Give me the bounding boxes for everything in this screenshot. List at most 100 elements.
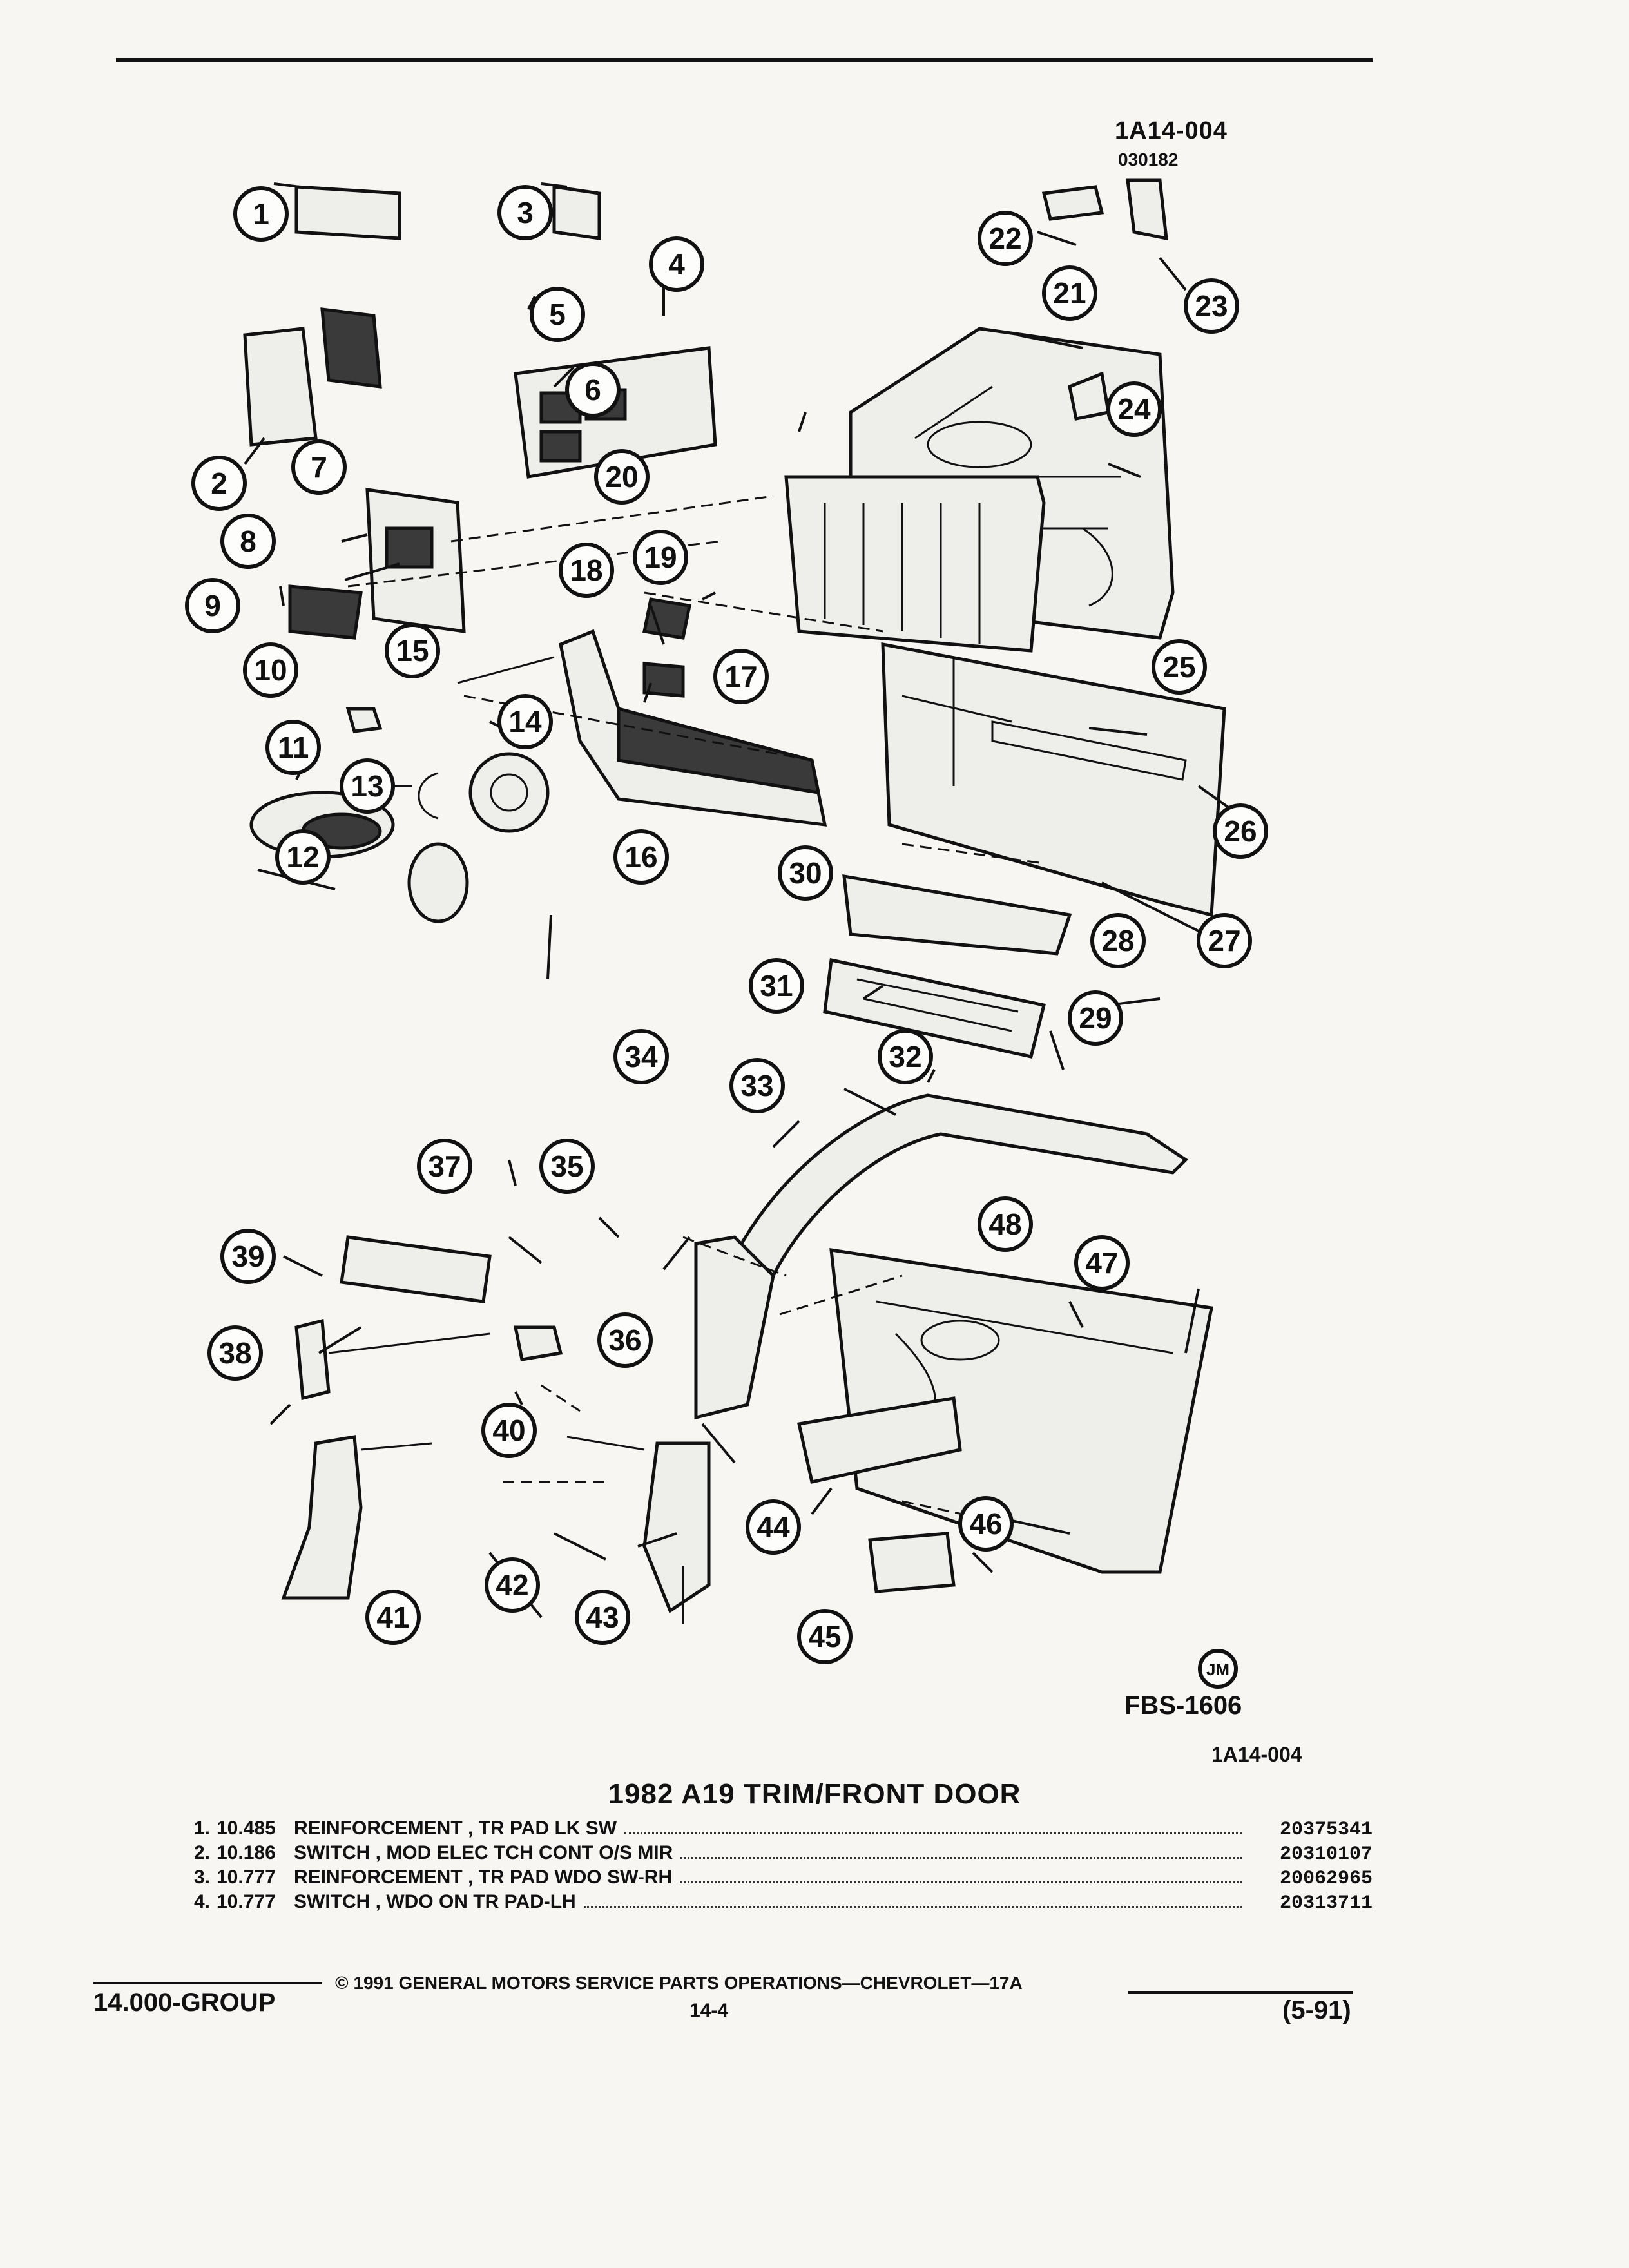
callout-40: 40 — [481, 1403, 537, 1458]
callout-35: 35 — [539, 1139, 595, 1194]
part-description: SWITCH , MOD ELEC TCH CONT O/S MIR — [294, 1842, 673, 1863]
callout-33-label: 33 — [740, 1069, 773, 1102]
callout-14: 14 — [497, 694, 553, 749]
callout-21: 21 — [1042, 265, 1097, 321]
callout-16-label: 16 — [624, 840, 657, 874]
callout-6-label: 6 — [584, 373, 601, 407]
callout-39: 39 — [220, 1229, 276, 1284]
callout-1: 1 — [233, 186, 289, 242]
callout-27-label: 27 — [1208, 924, 1240, 957]
callout-31: 31 — [749, 958, 804, 1014]
callout-41: 41 — [365, 1590, 421, 1645]
callout-48: 48 — [978, 1196, 1033, 1252]
part-number: 20062965 — [1279, 1868, 1373, 1890]
figure-number: FBS-1606 — [1124, 1691, 1242, 1720]
callout-39-label: 39 — [231, 1240, 264, 1273]
callout-45-label: 45 — [808, 1620, 841, 1653]
callout-34-label: 34 — [624, 1040, 658, 1073]
callout-32-label: 32 — [889, 1040, 921, 1073]
callout-9: 9 — [185, 578, 240, 633]
callout-26: 26 — [1213, 803, 1268, 859]
callout-4-label: 4 — [668, 247, 685, 281]
part-description: REINFORCEMENT , TR PAD LK SW — [294, 1818, 617, 1839]
callout-11-label: 11 — [278, 731, 309, 764]
header-ref-code: 1A14-004 — [1115, 117, 1228, 144]
page-title: 1982 A19 TRIM/FRONT DOOR — [608, 1778, 1021, 1810]
part-number: 20375341 — [1279, 1819, 1373, 1841]
callout-11: 11 — [265, 720, 321, 775]
jm-stamp-label: JM — [1206, 1660, 1229, 1679]
part-illustrations — [243, 178, 1226, 1613]
callout-18: 18 — [559, 543, 614, 598]
callout-24: 24 — [1106, 381, 1162, 437]
callout-22: 22 — [978, 211, 1033, 266]
callout-42: 42 — [485, 1557, 540, 1613]
callout-45: 45 — [797, 1609, 853, 1664]
item-number: 2. — [193, 1842, 210, 1863]
callout-30: 30 — [778, 845, 833, 901]
callout-38: 38 — [207, 1325, 263, 1381]
callout-12-label: 12 — [286, 840, 319, 874]
callout-35-label: 35 — [550, 1149, 583, 1183]
group-index: 10.186 — [217, 1842, 276, 1863]
callout-17: 17 — [713, 649, 769, 704]
callout-4: 4 — [649, 236, 704, 292]
callout-37-label: 37 — [428, 1149, 461, 1183]
callout-10: 10 — [243, 642, 298, 698]
callout-5-label: 5 — [549, 298, 566, 331]
callout-48-label: 48 — [988, 1207, 1021, 1241]
page-number: 14-4 — [689, 2000, 729, 2021]
callout-36-label: 36 — [608, 1323, 641, 1357]
item-number: 3. — [193, 1867, 210, 1888]
callout-33: 33 — [729, 1058, 785, 1113]
footer-rule-right — [1128, 1991, 1353, 1994]
callout-17-label: 17 — [724, 660, 757, 693]
item-number: 1. — [193, 1818, 210, 1839]
callout-8-label: 8 — [240, 524, 256, 558]
callout-5: 5 — [530, 287, 585, 342]
callout-9-label: 9 — [204, 589, 221, 622]
callout-25: 25 — [1152, 639, 1207, 695]
callout-40-label: 40 — [492, 1414, 525, 1447]
parts-row: 4. 10.777 SWITCH , WDO ON TR PAD-LH 2031… — [174, 1890, 1373, 1915]
dot-leader — [624, 1832, 1242, 1834]
callout-23-label: 23 — [1195, 289, 1228, 323]
callout-20-label: 20 — [605, 460, 638, 494]
top-rule — [116, 58, 1373, 62]
callout-2: 2 — [191, 456, 247, 511]
callout-24-label: 24 — [1117, 392, 1151, 426]
callout-42-label: 42 — [496, 1568, 528, 1602]
callout-8: 8 — [220, 514, 276, 569]
callout-23: 23 — [1184, 278, 1239, 334]
callout-38-label: 38 — [218, 1336, 251, 1370]
callout-19: 19 — [633, 530, 688, 585]
callout-27: 27 — [1197, 913, 1252, 968]
callout-32: 32 — [878, 1029, 933, 1084]
callout-31-label: 31 — [760, 969, 793, 1003]
parts-row: 1. 10.485 REINFORCEMENT , TR PAD LK SW 2… — [174, 1817, 1373, 1841]
footer-rule-left — [93, 1982, 322, 1984]
callout-18-label: 18 — [570, 553, 602, 587]
callout-46: 46 — [958, 1496, 1014, 1552]
callout-44-label: 44 — [757, 1510, 790, 1544]
callout-28: 28 — [1090, 913, 1146, 968]
callout-2-label: 2 — [211, 466, 227, 500]
group-label: 14.000-GROUP — [93, 1988, 276, 2017]
callout-26-label: 26 — [1224, 814, 1257, 848]
callout-13-label: 13 — [351, 769, 383, 803]
callout-36: 36 — [597, 1312, 653, 1368]
callout-3: 3 — [497, 185, 553, 240]
callout-30-label: 30 — [789, 856, 822, 890]
item-number: 4. — [193, 1891, 210, 1912]
copyright-line: © 1991 GENERAL MOTORS SERVICE PARTS OPER… — [335, 1973, 1023, 1993]
parts-list: 1. 10.485 REINFORCEMENT , TR PAD LK SW 2… — [174, 1817, 1373, 1915]
callout-7-label: 7 — [311, 450, 327, 484]
dot-leader — [680, 1881, 1242, 1883]
exploded-parts-diagram: 1 2 3 4 5 6 7 8 9 10 11 12 13 14 15 16 1… — [185, 178, 1268, 1689]
callout-3-label: 3 — [517, 196, 534, 229]
part-description: SWITCH , WDO ON TR PAD-LH — [294, 1891, 576, 1912]
callout-6: 6 — [565, 362, 621, 418]
callout-1-label: 1 — [253, 197, 269, 231]
callout-14-label: 14 — [508, 705, 542, 738]
callout-37: 37 — [417, 1139, 472, 1194]
